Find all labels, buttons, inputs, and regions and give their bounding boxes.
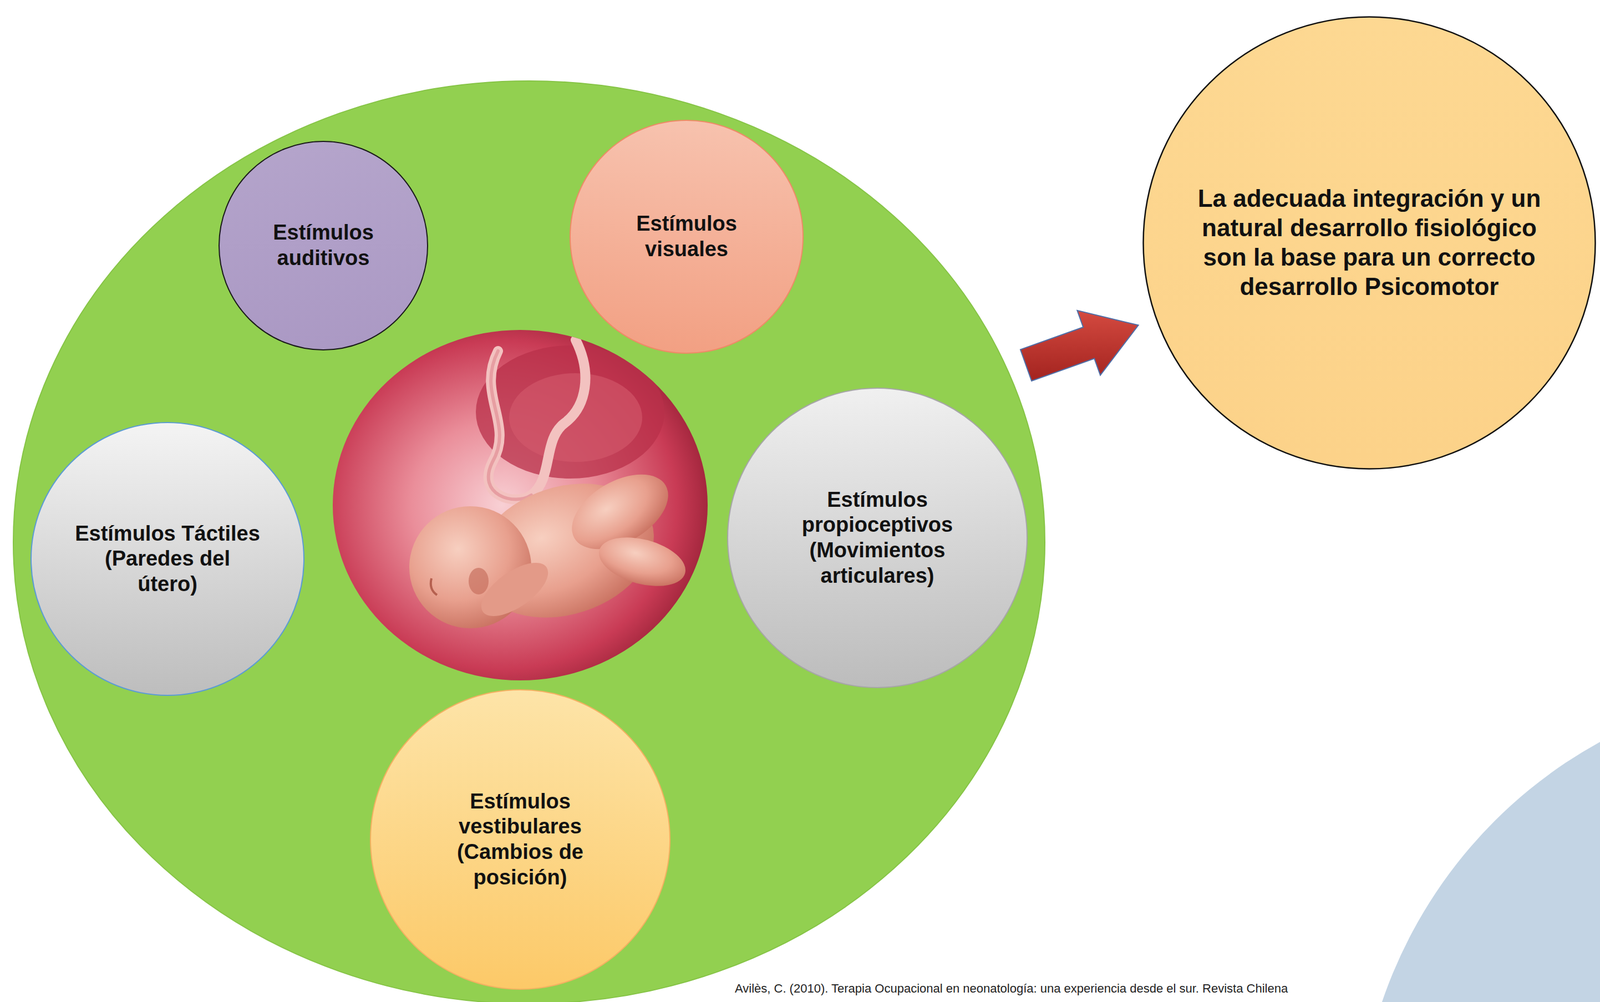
circle-fill [1143, 17, 1596, 470]
stimulus-circle: Estímulos Táctiles (Paredes del útero) [29, 421, 306, 697]
circle-outline [569, 119, 805, 355]
ellipse-fill [13, 80, 1045, 1002]
stimulus-circle: Estímulos auditivos [217, 140, 429, 352]
node-text: La adecuada integración y un natural des… [1197, 184, 1542, 302]
circle-fill [219, 141, 428, 350]
circle-fill [570, 120, 804, 354]
circle-outline [1141, 15, 1597, 471]
citation-text: Avilès, C. (2010). Terapia Ocupacional e… [734, 981, 1288, 997]
text-area: Estímulos propioceptivos (Movimientos ar… [726, 387, 1029, 689]
stimulus-circle: Estímulos vestibulares (Cambios de posic… [369, 688, 672, 991]
circle-fill [370, 689, 670, 990]
text-area: Estímulos auditivos [217, 140, 429, 352]
node-text: Estímulos vestibulares (Cambios de posic… [418, 789, 623, 891]
node-text: Estímulos propioceptivos (Movimientos ar… [775, 487, 980, 589]
decor-circle [1357, 683, 1600, 1002]
block-arrow [1020, 310, 1139, 382]
group-ellipse: Estímulos auditivos Estímulos visualesEst… [12, 79, 1046, 1002]
text-area: Estímulos visuales [569, 119, 805, 355]
node-text: Estímulos Táctiles (Paredes del útero) [74, 521, 261, 598]
fetus-illustration [331, 328, 709, 682]
stimulus-circle: Estímulos propioceptivos (Movimientos ar… [726, 387, 1029, 689]
text-area: La adecuada integración y un natural des… [1141, 15, 1597, 471]
text-area: Estímulos vestibulares (Cambios de posic… [369, 688, 672, 991]
node-text: Estímulos visuales [607, 211, 766, 262]
circle-outline [726, 387, 1029, 689]
circle-fill [727, 388, 1028, 688]
circle-outline [369, 688, 672, 991]
node-text: Estímulos auditivos [252, 220, 395, 271]
stimulus-circle: Estímulos visuales [569, 119, 805, 355]
circle-fill [31, 422, 304, 696]
result-circle: La adecuada integración y un natural des… [1141, 15, 1597, 471]
text-area: Estímulos Táctiles (Paredes del útero) [29, 421, 306, 697]
circle-outline [217, 140, 429, 352]
decor-circle [0, 948, 21, 1002]
